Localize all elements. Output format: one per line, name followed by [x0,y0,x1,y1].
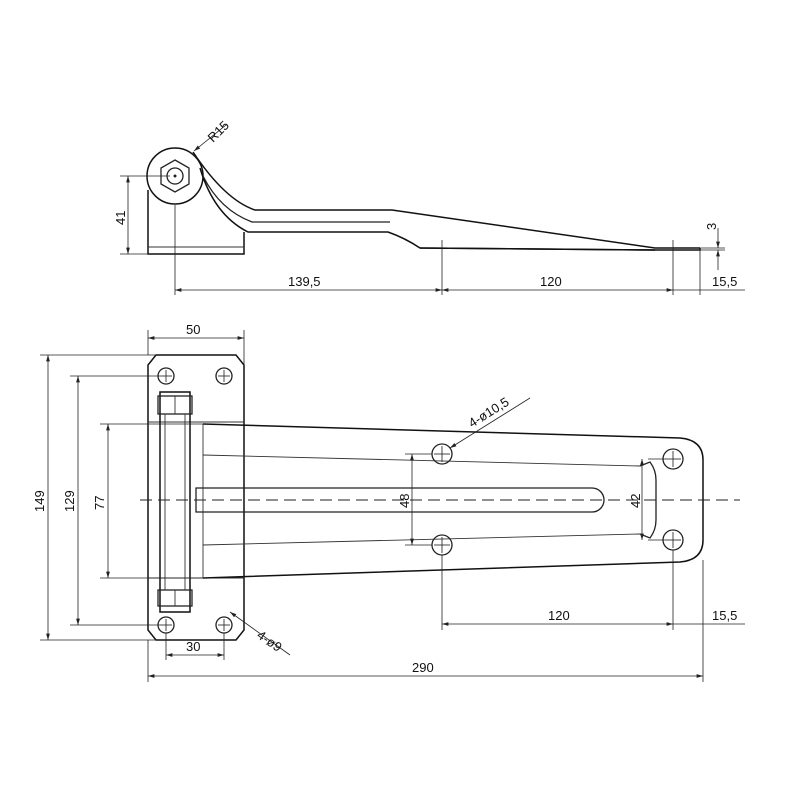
arm-tip [419,247,701,251]
height-total-label: 149 [32,490,47,512]
offset-label: 15,5 [712,274,737,289]
height-label: 41 [113,211,128,225]
center-slot [195,487,605,513]
arm-upper-edge [192,151,700,249]
arm-hole-centers [434,446,681,553]
small-holes-label: 4-ø9 [254,627,285,655]
radius-label: R15 [205,118,232,145]
height-plate-label: 77 [92,496,107,510]
pin-center [173,174,177,178]
big-holes-label: 4-ø10,5 [466,394,512,430]
hole-spacing-label: 30 [186,639,200,654]
offset-label-top: 15,5 [712,608,737,623]
leaf-hole-centers [160,370,230,631]
thickness-label: 3 [704,223,719,230]
big-holes-leader [449,397,531,449]
len-b-label: 120 [540,274,562,289]
len-b-label-top: 120 [548,608,570,623]
small-holes-leader [229,611,291,656]
knuckle-barrel [159,391,191,613]
top-view: 4-ø10,5 4-ø9 50 149 129 77 48 42 [32,322,745,682]
total-length-label: 290 [412,660,434,675]
leaf-hole-tr [215,367,233,385]
slot-span-label: 48 [397,494,412,508]
mounting-leaf [147,354,245,641]
height-holes-label: 129 [62,490,77,512]
radius-leader [193,124,227,152]
arm-rib-bottom [202,533,641,546]
hex-nut [160,159,190,193]
right-pocket [639,461,657,539]
width-leaf-label: 50 [186,322,200,337]
len-a-label: 139,5 [288,274,321,289]
arm-rib-top [202,454,641,467]
arm-lower-edge [199,167,656,251]
base-block [147,190,245,255]
slot-width-label: 42 [628,494,643,508]
side-view: R15 41 139,5 120 15,5 3 [113,118,745,295]
arm-inner-edge [202,175,390,223]
